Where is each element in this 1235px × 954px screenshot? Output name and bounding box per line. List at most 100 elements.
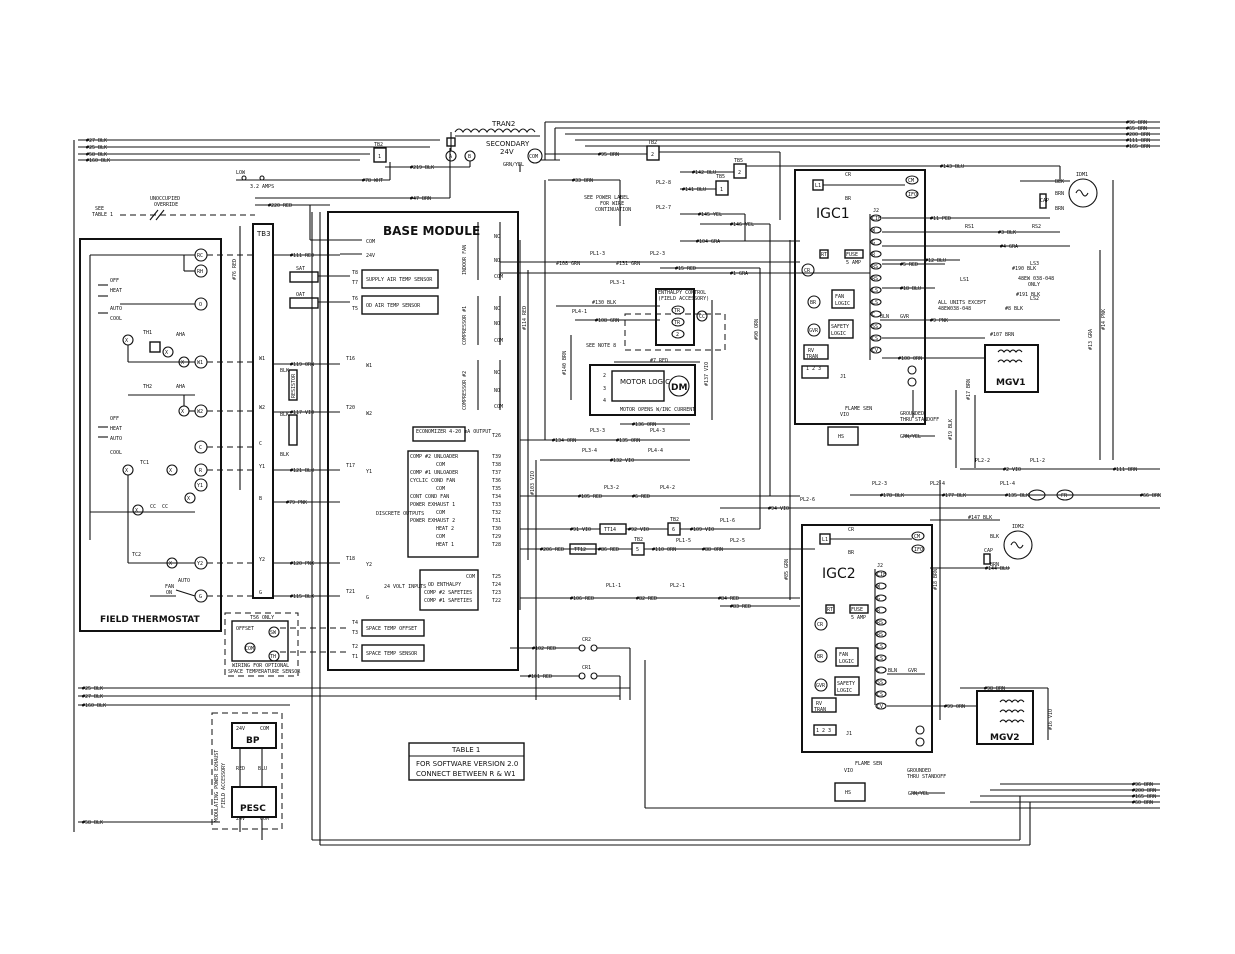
svg-text:C: C	[259, 441, 262, 447]
svg-text:GROUNDED: GROUNDED	[907, 768, 931, 774]
svg-text:HEAT: HEAT	[110, 426, 122, 432]
svg-text:RV: RV	[808, 348, 814, 354]
svg-text:LS: LS	[872, 288, 878, 294]
svg-text:G: G	[872, 240, 875, 246]
svg-text:#2 VIO: #2 VIO	[1003, 467, 1021, 473]
svg-text:#104 GRA: #104 GRA	[696, 239, 720, 245]
svg-text:#99 ORN: #99 ORN	[944, 704, 965, 710]
svg-text:#177 BLK: #177 BLK	[942, 493, 966, 499]
svg-text:THRU STANDOFF: THRU STANDOFF	[900, 417, 939, 423]
svg-text:B: B	[468, 154, 471, 160]
svg-text:X: X	[165, 350, 168, 356]
svg-text:SEE POWER LABEL: SEE POWER LABEL	[584, 195, 629, 201]
svg-text:ONLY: ONLY	[1028, 282, 1040, 288]
svg-text:COMPRESSOR #2: COMPRESSOR #2	[462, 371, 468, 410]
svg-text:RS1: RS1	[965, 224, 974, 230]
svg-text:#8 BLK: #8 BLK	[1005, 306, 1023, 312]
svg-text:RT: RT	[821, 252, 827, 258]
gas-valve-mgv2: MGV2 #98 BRN #99 ORN #16 VIO	[887, 686, 1054, 745]
svg-text:HS: HS	[845, 790, 851, 796]
svg-text:PL3-2: PL3-2	[604, 485, 619, 491]
svg-text:OFFSET: OFFSET	[236, 626, 254, 632]
svg-text:TH: TH	[270, 654, 276, 660]
svg-text:PL2-3: PL2-3	[872, 481, 887, 487]
svg-text:FAN: FAN	[839, 652, 848, 658]
svg-text:R: R	[877, 608, 881, 614]
svg-text:BRN: BRN	[990, 562, 999, 568]
svg-text:#15 RED: #15 RED	[675, 266, 696, 272]
fuse-3-2-amps: LOW 3.2 AMPS #78 WHT	[236, 162, 391, 190]
svg-text:COM: COM	[436, 510, 445, 516]
wire-label: #111 BRN	[1126, 138, 1150, 144]
svg-text:T8: T8	[352, 270, 358, 276]
svg-text:PL1-5: PL1-5	[676, 538, 691, 544]
svg-text:#5 RED: #5 RED	[900, 262, 918, 268]
svg-text:T6: T6	[352, 296, 358, 302]
svg-text:#190 BLK: #190 BLK	[1012, 266, 1036, 272]
svg-text:MOTOR LOGIC: MOTOR LOGIC	[620, 378, 670, 386]
wire-label: #65 BRN	[1126, 126, 1147, 132]
svg-text:TC2: TC2	[132, 552, 141, 558]
right-bottom-wires: #96 BRN #200 BRN #165 BRN #60 BRN	[311, 212, 1160, 846]
svg-text:T56 ONLY: T56 ONLY	[250, 615, 274, 621]
svg-text:#142 BLU: #142 BLU	[692, 170, 716, 176]
svg-text:PL4-3: PL4-3	[650, 428, 665, 434]
svg-text:GVR: GVR	[908, 668, 918, 674]
svg-text:#3 BLK: #3 BLK	[998, 230, 1016, 236]
svg-text:NC: NC	[494, 370, 500, 376]
svg-text:#84 RED: #84 RED	[718, 596, 739, 602]
svg-text:COM: COM	[436, 486, 445, 492]
svg-text:PL3-3: PL3-3	[590, 428, 605, 434]
svg-text:BLN: BLN	[888, 668, 897, 674]
indoor-motor-idm2: IDM2 BLK CAP BRN #147 BLK #144 BLU #18 B…	[930, 480, 1033, 720]
svg-text:OD AIR TEMP SENSOR: OD AIR TEMP SENSOR	[366, 303, 421, 309]
svg-text:LS: LS	[877, 656, 883, 662]
svg-text:PL1-2: PL1-2	[1030, 458, 1045, 464]
gas-valve-mgv1: MGV1 #107 BRN #100 ORN	[882, 332, 1039, 393]
svg-text:PL2-2: PL2-2	[975, 458, 990, 464]
svg-text:#13 GRA: #13 GRA	[1088, 329, 1094, 350]
svg-text:#18 BRN: #18 BRN	[933, 569, 939, 590]
svg-text:3.2 AMPS: 3.2 AMPS	[250, 184, 274, 190]
svg-text:WIRING FOR OPTIONAL: WIRING FOR OPTIONAL	[232, 663, 289, 669]
svg-text:#110 ORN: #110 ORN	[652, 547, 676, 553]
svg-text:NO: NO	[494, 388, 500, 394]
svg-text:G: G	[199, 594, 202, 600]
svg-text:48EW038-048: 48EW038-048	[938, 306, 971, 312]
svg-text:AHA: AHA	[176, 332, 185, 338]
svg-text:G: G	[877, 596, 880, 602]
svg-text:FR: FR	[1061, 493, 1068, 499]
svg-text:T16: T16	[346, 356, 355, 362]
svg-text:#140 BRN: #140 BRN	[562, 351, 568, 375]
power-exhaust-accessory: MODULATING POWER EXHAUST FIELD ACCESSORY…	[211, 712, 283, 840]
igc2-title: IGC2	[822, 566, 856, 582]
svg-text:T39: T39	[492, 454, 501, 460]
svg-text:COOL: COOL	[110, 316, 122, 322]
svg-text:#206 RED: #206 RED	[540, 547, 564, 553]
svg-text:VIO: VIO	[844, 768, 853, 774]
svg-text:HEAT: HEAT	[110, 288, 122, 294]
wire-label: #165 BRN	[1126, 144, 1150, 150]
svg-text:TT12: TT12	[574, 547, 586, 553]
svg-text:#121 BLU: #121 BLU	[290, 468, 314, 474]
svg-text:PL2-3: PL2-3	[650, 251, 665, 257]
svg-text:PL4-1: PL4-1	[572, 309, 587, 315]
igc2-board: IGC2 CR L1 CM IFO BR J2 CIF W G R RS RS …	[801, 524, 933, 753]
svg-text:TT14: TT14	[604, 527, 616, 533]
svg-text:HEAT 1: HEAT 1	[436, 542, 454, 548]
svg-text:PL2-6: PL2-6	[800, 497, 815, 503]
svg-text:GVR: GVR	[809, 328, 819, 334]
svg-text:C: C	[872, 312, 875, 318]
svg-text:#136 ORN: #136 ORN	[632, 422, 656, 428]
svg-text:ON: ON	[166, 590, 172, 596]
svg-text:#7 RED: #7 RED	[650, 358, 668, 364]
svg-text:HEAT 2: HEAT 2	[436, 526, 454, 532]
svg-text:COM: COM	[529, 154, 538, 160]
svg-text:RS: RS	[877, 620, 883, 626]
svg-text:#146 YEL: #146 YEL	[730, 222, 754, 228]
svg-text:OFF: OFF	[110, 416, 119, 422]
svg-text:W1: W1	[259, 356, 265, 362]
svg-text:BLK: BLK	[990, 534, 999, 540]
svg-text:R: R	[872, 252, 876, 258]
svg-text:5 AMP: 5 AMP	[846, 260, 861, 266]
